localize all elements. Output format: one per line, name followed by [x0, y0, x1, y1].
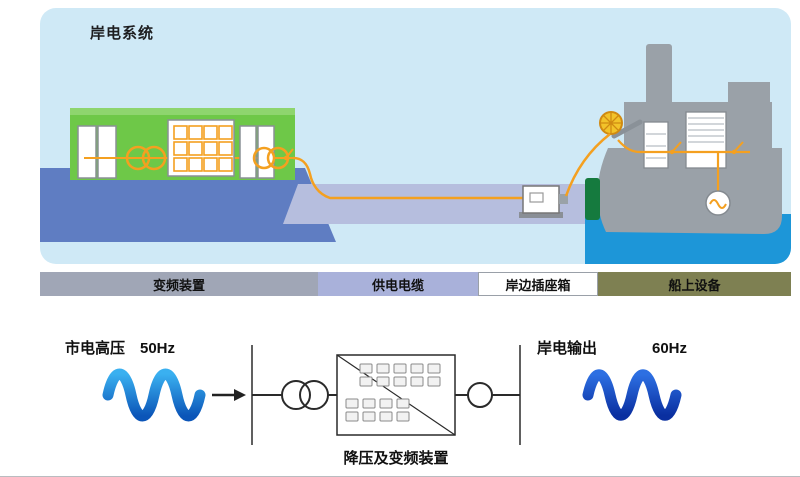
hanging-cable: [564, 133, 611, 197]
output-label: 岸电输出: [537, 339, 597, 357]
legend-segment-supply-cable: 供电电缆: [318, 272, 478, 296]
bollard: [585, 178, 600, 220]
crane-boom: [611, 119, 643, 139]
converter-modules-icon: [173, 125, 233, 172]
switch-icon: [669, 141, 682, 155]
legend-label: 岸边插座箱: [505, 277, 571, 293]
output-sine-wave-icon: [582, 369, 682, 421]
input-voltage-label: 市电高压: [65, 339, 125, 357]
scene-illustration: [40, 44, 791, 264]
transformer-icon: [125, 145, 167, 171]
input-sine-wave-icon: [102, 368, 206, 422]
shore-socket-box: [519, 185, 568, 218]
onboard-cable: [617, 139, 750, 154]
generator-icon: [705, 190, 731, 216]
input-frequency-label: 50Hz: [140, 340, 175, 357]
transformer-symbol: [281, 380, 329, 410]
switch-icon: [731, 141, 744, 155]
pier: [283, 184, 588, 224]
arrow-icon: [212, 389, 246, 401]
legend-label: 供电电缆: [371, 277, 424, 293]
device-label: 降压及变频装置: [343, 449, 448, 467]
converter-box: [336, 354, 456, 436]
legend-segment-onboard-equipment: 船上设备: [598, 272, 791, 296]
switch-icon: [283, 148, 294, 161]
legend-label: 变频装置: [152, 277, 205, 293]
dock: [40, 168, 336, 242]
output-terminal-symbol: [467, 382, 493, 408]
shore-power-cable: [292, 156, 523, 200]
shore-station-building: [70, 108, 295, 180]
illustration-panel: 岸电系统: [40, 8, 791, 264]
circuit-diagram: 市电高压 50Hz 岸电输出 60H: [65, 339, 687, 467]
legend-bar: 变频装置 供电电缆 岸边插座箱 船上设备: [40, 272, 791, 296]
ship: [597, 44, 782, 234]
cable-reel-icon: [599, 111, 623, 135]
legend-label: 船上设备: [668, 277, 721, 293]
diagram-title: 岸电系统: [90, 25, 155, 42]
legend-segment-frequency-converter: 变频装置: [40, 272, 318, 296]
output-frequency-label: 60Hz: [652, 340, 687, 357]
igbt-modules-icon: [345, 363, 441, 422]
legend-segment-shore-socket-box: 岸边插座箱: [478, 272, 598, 296]
